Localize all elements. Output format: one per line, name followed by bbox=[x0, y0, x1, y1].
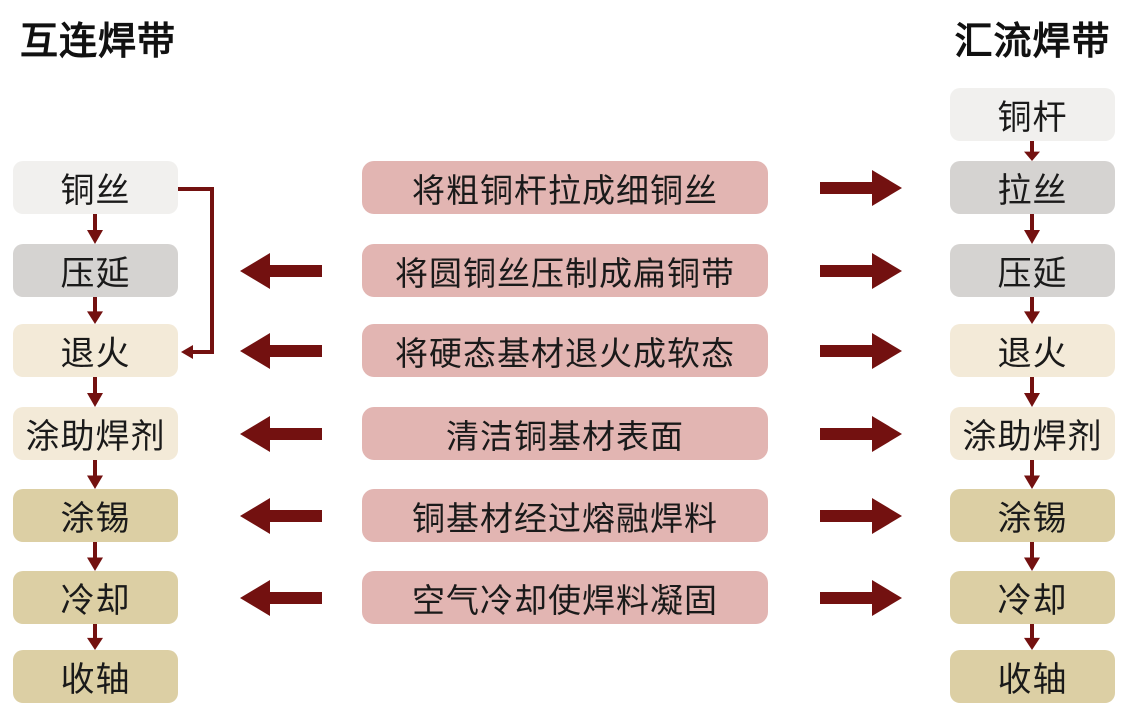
arrow-left-icon bbox=[240, 416, 322, 452]
right-flow-title: 汇流焊带 bbox=[954, 19, 1111, 63]
note-rolling: 将圆铜丝压制成扁铜带 bbox=[362, 244, 768, 297]
left-step-copper-wire: 铜丝 bbox=[13, 161, 178, 214]
arrow-down-icon bbox=[1024, 297, 1040, 324]
arrow-down-icon bbox=[87, 297, 103, 324]
arrow-left-icon bbox=[240, 580, 322, 616]
arrow-down-icon bbox=[1024, 460, 1040, 489]
right-step-tinning: 涂锡 bbox=[950, 489, 1115, 542]
arrow-down-icon bbox=[87, 624, 103, 650]
left-step-cooling: 冷却 bbox=[13, 571, 178, 624]
arrow-left-icon bbox=[240, 253, 322, 289]
arrow-down-icon bbox=[1024, 214, 1040, 244]
arrow-right-icon bbox=[820, 498, 902, 534]
arrow-down-icon bbox=[1024, 377, 1040, 407]
arrow-right-icon bbox=[820, 333, 902, 369]
bypass-connector-arrow bbox=[178, 187, 214, 359]
arrow-down-icon bbox=[87, 542, 103, 571]
arrow-down-icon bbox=[1024, 141, 1040, 161]
note-drawing: 将粗铜杆拉成细铜丝 bbox=[362, 161, 768, 214]
arrow-down-icon bbox=[1024, 624, 1040, 650]
arrow-down-icon bbox=[87, 214, 103, 244]
arrow-right-icon bbox=[820, 416, 902, 452]
right-step-fluxing: 涂助焊剂 bbox=[950, 407, 1115, 460]
arrow-right-icon bbox=[820, 170, 902, 206]
left-step-fluxing: 涂助焊剂 bbox=[13, 407, 178, 460]
arrow-right-icon bbox=[820, 253, 902, 289]
note-annealing: 将硬态基材退火成软态 bbox=[362, 324, 768, 377]
left-step-tinning: 涂锡 bbox=[13, 489, 178, 542]
right-step-rolling: 压延 bbox=[950, 244, 1115, 297]
arrow-down-icon bbox=[87, 377, 103, 407]
arrow-down-icon bbox=[1024, 542, 1040, 571]
left-step-winding: 收轴 bbox=[13, 650, 178, 703]
right-step-annealing: 退火 bbox=[950, 324, 1115, 377]
arrow-right-icon bbox=[820, 580, 902, 616]
note-tinning: 铜基材经过熔融焊料 bbox=[362, 489, 768, 542]
arrow-down-icon bbox=[87, 460, 103, 489]
note-cleaning: 清洁铜基材表面 bbox=[362, 407, 768, 460]
note-cooling: 空气冷却使焊料凝固 bbox=[362, 571, 768, 624]
left-step-annealing: 退火 bbox=[13, 324, 178, 377]
arrow-left-icon bbox=[240, 333, 322, 369]
left-step-rolling: 压延 bbox=[13, 244, 178, 297]
right-step-wire-drawing: 拉丝 bbox=[950, 161, 1115, 214]
right-step-copper-rod: 铜杆 bbox=[950, 88, 1115, 141]
arrow-left-icon bbox=[240, 498, 322, 534]
left-flow-title: 互连焊带 bbox=[20, 19, 177, 63]
right-step-winding: 收轴 bbox=[950, 650, 1115, 703]
right-step-cooling: 冷却 bbox=[950, 571, 1115, 624]
